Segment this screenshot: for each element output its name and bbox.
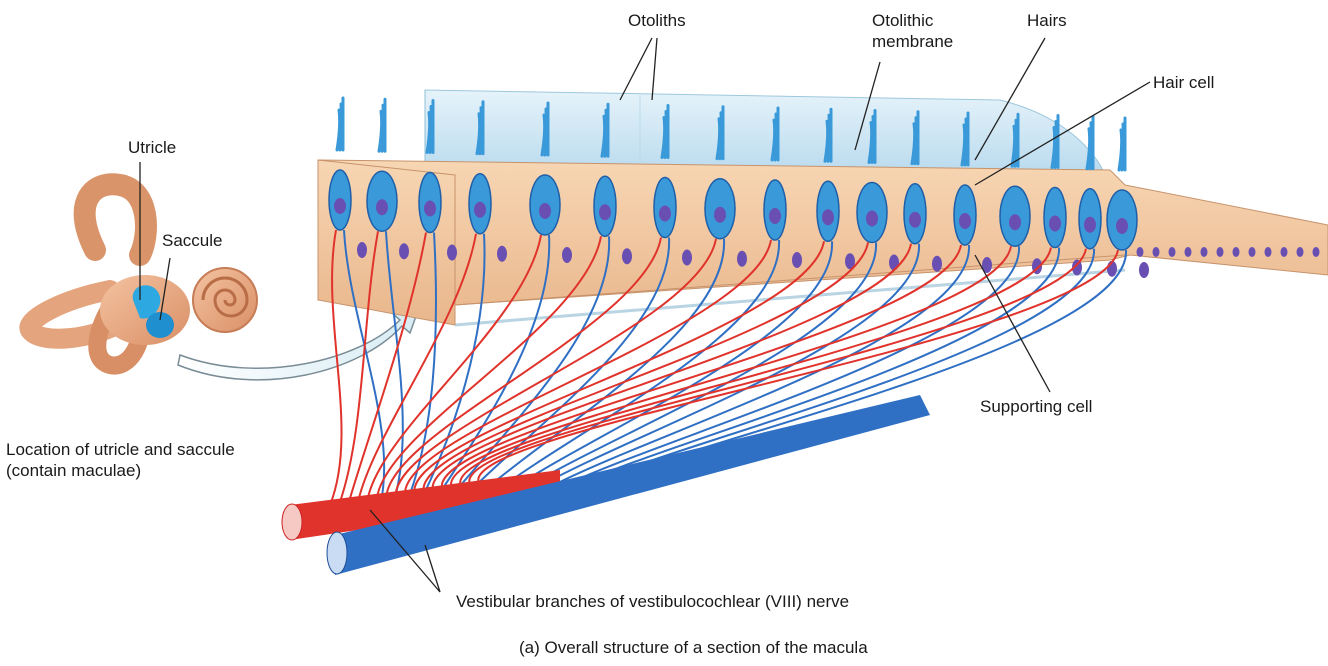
hair-bundle — [872, 117, 873, 163]
supporting-cell-label: Supporting cell — [980, 396, 1092, 417]
supporting-cell-nucleus — [682, 250, 692, 266]
inner-ear — [30, 162, 257, 366]
hair-cell-nucleus — [599, 204, 611, 220]
epithelial-nucleus — [1153, 247, 1160, 257]
hair-cell-nucleus — [822, 209, 834, 225]
hair-bundle — [480, 108, 481, 154]
hair-bundle — [382, 105, 383, 151]
hair-bundle — [1015, 120, 1016, 166]
cochlea — [193, 268, 257, 332]
hair-cell-nucleus — [714, 207, 726, 223]
epithelial-nucleus — [1137, 247, 1144, 257]
nerve-label: Vestibular branches of vestibulocochlear… — [456, 591, 849, 612]
supporting-cell-nucleus — [737, 251, 747, 267]
epithelial-nucleus — [1169, 247, 1176, 257]
otoliths-leader-1 — [620, 38, 652, 100]
hair-cell-nucleus — [769, 208, 781, 224]
supporting-cell-nucleus — [399, 243, 409, 259]
epithelial-nucleus — [1313, 247, 1320, 257]
figure-caption: (a) Overall structure of a section of th… — [519, 637, 868, 658]
supporting-cell-nucleus — [889, 255, 899, 271]
epithelial-nucleus — [1265, 247, 1272, 257]
supporting-cell-nucleus — [1139, 262, 1149, 278]
epithelial-nucleus — [1297, 247, 1304, 257]
hair-cell-nucleus — [1009, 214, 1021, 230]
hair-bundle — [720, 113, 721, 159]
hair-bundle — [1122, 124, 1123, 170]
hair-bundle — [775, 114, 776, 160]
hair-cell-label: Hair cell — [1153, 72, 1214, 93]
nerve-leader-2 — [425, 545, 440, 592]
hair-cell-nucleus — [659, 206, 671, 222]
epithelial-nucleus — [1185, 247, 1192, 257]
supporting-cell-nucleus — [357, 242, 367, 258]
hair-cell-nucleus — [424, 201, 436, 217]
hair-cell-nucleus — [1084, 217, 1096, 233]
hair-bundle — [915, 118, 916, 164]
hair-bundle — [665, 112, 666, 158]
hair-bundle — [545, 109, 546, 155]
supporting-cell-nucleus — [932, 256, 942, 272]
saccule-label: Saccule — [162, 230, 222, 251]
location-label: Location of utricle and saccule (contain… — [6, 439, 235, 481]
epithelial-nucleus — [1201, 247, 1208, 257]
hair-cell-nucleus — [474, 202, 486, 218]
hair-cell-nucleus — [909, 212, 921, 228]
saccule-highlight — [146, 312, 174, 338]
hair-cell-nucleus — [539, 203, 551, 219]
supporting-cell-nucleus — [447, 245, 457, 261]
supporting-cell-nucleus — [562, 247, 572, 263]
hair-bundle — [1090, 123, 1091, 169]
supporting-cell-nucleus — [622, 248, 632, 264]
hair-cell-nucleus — [959, 213, 971, 229]
utricle-label: Utricle — [128, 137, 176, 158]
hair-cell-nucleus — [1049, 216, 1061, 232]
hair-cell-nucleus — [1116, 218, 1128, 234]
otoliths-leader-2 — [652, 38, 657, 100]
hairs-label: Hairs — [1027, 10, 1067, 31]
epithelial-nucleus — [1233, 247, 1240, 257]
hair-bundle — [605, 110, 606, 156]
hair-bundle — [1055, 122, 1056, 168]
semicircular-canal-superior — [85, 184, 146, 255]
epithelial-nucleus — [1217, 247, 1224, 257]
supporting-cell-nucleus — [497, 246, 507, 262]
otolithic-membrane-label: Otolithic membrane — [872, 10, 953, 52]
epithelial-nucleus — [1249, 247, 1256, 257]
epithelial-nucleus — [1281, 247, 1288, 257]
hair-bundle — [430, 107, 431, 153]
otoliths-label: Otoliths — [628, 10, 686, 31]
hair-bundle — [828, 115, 829, 161]
hair-cell-nucleus — [866, 211, 878, 227]
hair-bundle — [965, 119, 966, 165]
hair-cell-nucleus — [334, 198, 346, 214]
hair-bundle — [340, 104, 341, 150]
hair-cell-nucleus — [376, 199, 388, 215]
supporting-cell-nucleus — [792, 252, 802, 268]
